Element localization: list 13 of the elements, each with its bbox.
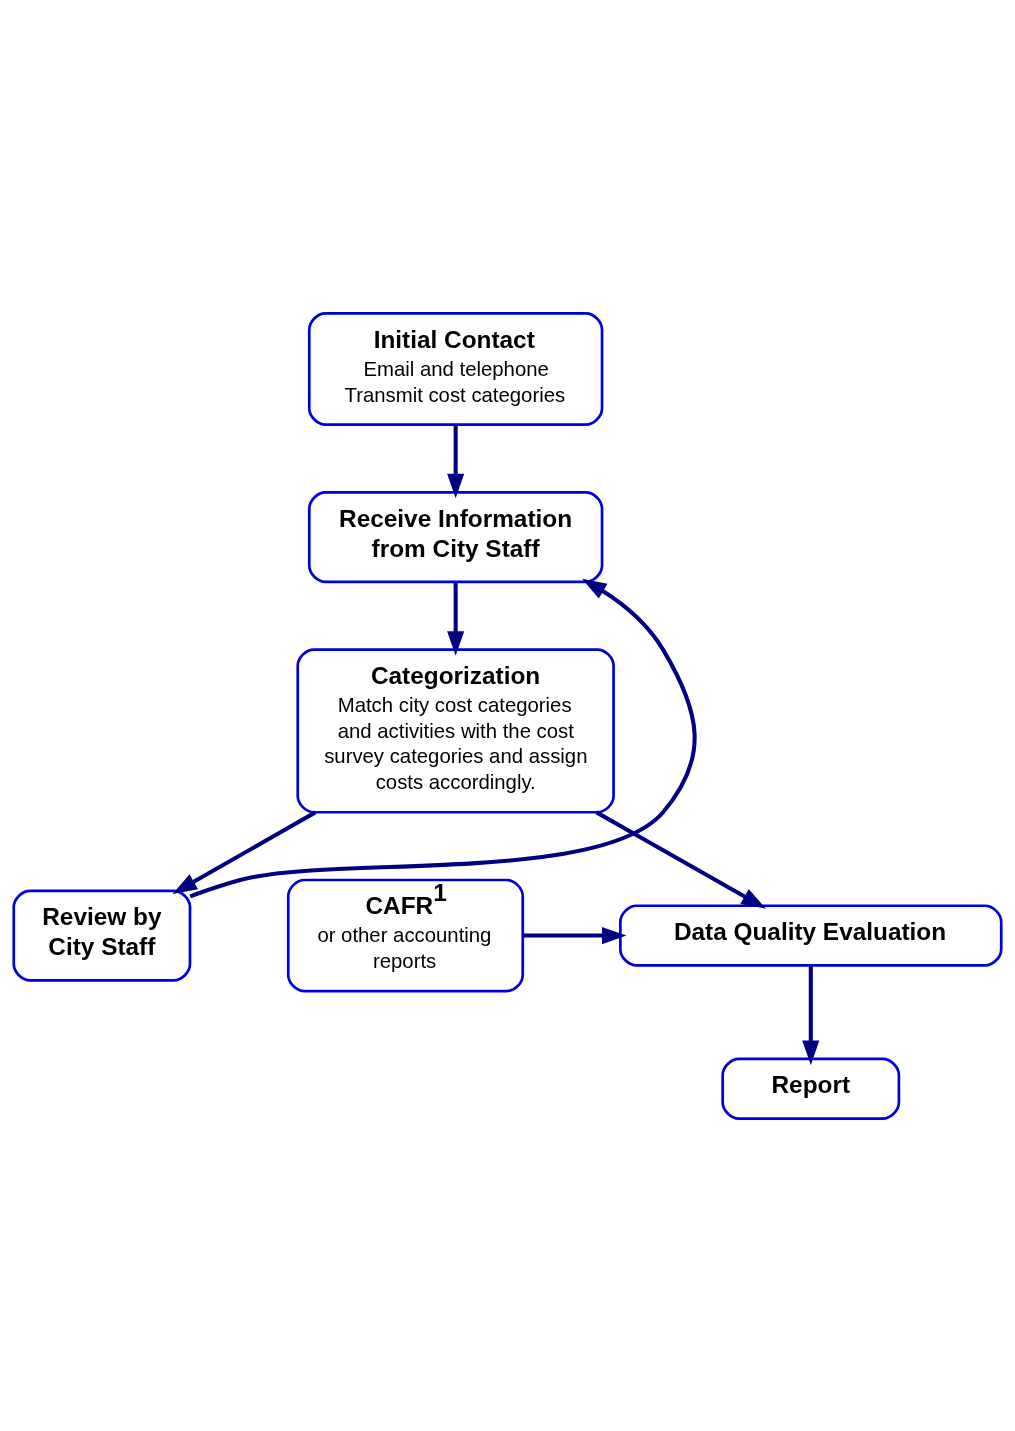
arrow: [802, 965, 820, 1065]
node-box: Data Quality Evaluation: [619, 903, 1003, 967]
arrow: [447, 581, 465, 656]
arrow: [523, 926, 627, 944]
arrow: [447, 424, 465, 498]
node-box: Categorization Match city cost categories and activities with the cost survey categories and assign costs accordingly.: [296, 647, 615, 814]
node-box: Review by City Staff: [12, 889, 192, 982]
node-box: Report: [721, 1057, 901, 1120]
arrow: [595, 810, 766, 909]
node-box: Receive Information from City Staff: [307, 490, 604, 583]
arrow: [189, 578, 697, 898]
arrow: [172, 810, 317, 894]
node-box: Initial Contact Email and telephone Transmit cost categories: [307, 311, 604, 426]
